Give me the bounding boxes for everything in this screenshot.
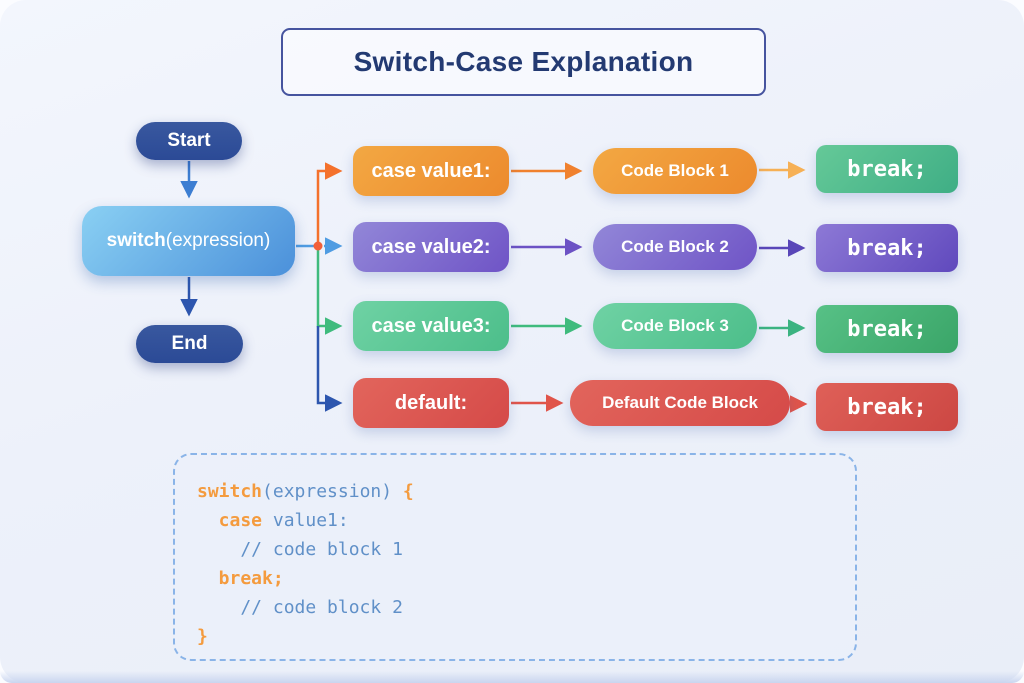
code-block-1-label: Code Block 1 (621, 161, 729, 180)
flow-node-switch: switch(expression) (82, 206, 295, 276)
switch-expression: (expression) (165, 230, 271, 251)
default-box: default: (353, 378, 509, 428)
code-token: switch (197, 481, 263, 502)
code-token: // code block 2 (197, 597, 403, 618)
break-box-1: break; (816, 145, 958, 193)
case-value2-box: case value2: (353, 222, 509, 272)
case-value3-box: case value3: (353, 301, 509, 351)
code-block-2-pill: Code Block 2 (593, 224, 757, 270)
start-label: Start (167, 130, 211, 151)
junction-dot (313, 241, 323, 251)
case-value3-label: case value3: (371, 314, 491, 337)
break-label-2: break; (847, 235, 927, 261)
code-line-5: // code block 2 (197, 593, 855, 622)
code-block-3-pill: Code Block 3 (593, 303, 757, 349)
code-line-3: // code block 1 (197, 535, 855, 564)
code-token: { (392, 481, 414, 502)
break-box-3: break; (816, 305, 958, 353)
code-block-2-label: Code Block 2 (621, 237, 729, 256)
break-label-4: break; (847, 394, 927, 420)
break-box-4: break; (816, 383, 958, 431)
default-code-block-pill: Default Code Block (570, 380, 790, 426)
case-value2-label: case value2: (371, 235, 491, 258)
break-label-3: break; (847, 316, 927, 342)
end-label: End (171, 333, 208, 354)
code-block-1-pill: Code Block 1 (593, 148, 757, 194)
page-title: Switch-Case Explanation (353, 46, 694, 77)
title-box: Switch-Case Explanation (281, 28, 766, 96)
default-code-block-label: Default Code Block (602, 393, 758, 412)
code-token: value1: (262, 510, 349, 531)
code-line-2: case value1: (197, 506, 855, 535)
code-snippet-panel: switch(expression) { case value1: // cod… (173, 453, 857, 661)
code-token: (expression) (262, 481, 393, 502)
flow-node-start: Start (136, 122, 242, 160)
case-value1-box: case value1: (353, 146, 509, 196)
code-token: // code block 1 (197, 539, 403, 560)
branch-default (316, 326, 343, 412)
branch-case1 (316, 162, 343, 242)
code-line-1: switch(expression) { (197, 477, 855, 506)
flow-node-end: End (136, 325, 243, 363)
code-line-4: break; (197, 564, 855, 593)
default-label: default: (394, 391, 468, 414)
code-token: } (197, 626, 208, 647)
code-line-6: } (197, 622, 855, 651)
code-block-3-label: Code Block 3 (621, 316, 729, 335)
break-label-1: break; (847, 156, 927, 182)
code-token: break; (197, 568, 284, 589)
switch-keyword: switch (106, 230, 166, 251)
break-box-2: break; (816, 224, 958, 272)
case-value1-label: case value1: (371, 159, 491, 182)
branch-case3 (316, 250, 343, 335)
code-token: case (197, 510, 263, 531)
